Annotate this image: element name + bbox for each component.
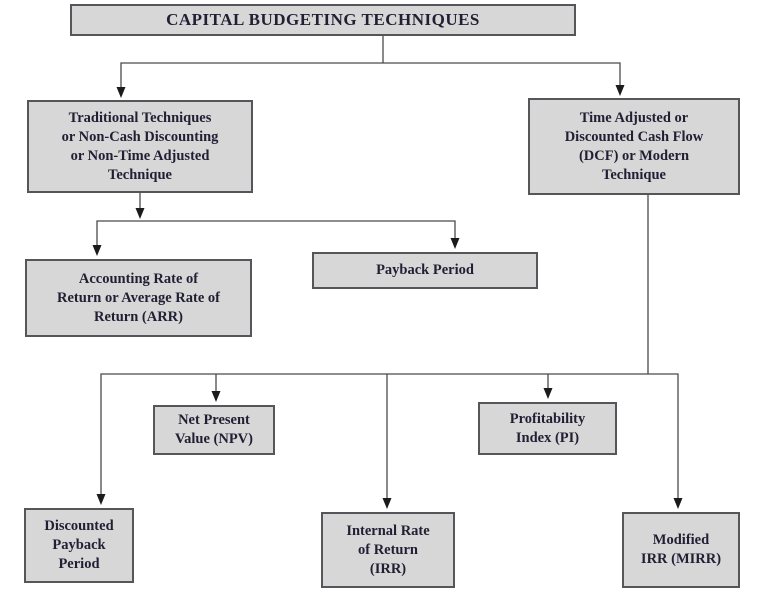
node-capital-budgeting-techniques: CAPITAL BUDGETING TECHNIQUES (70, 4, 576, 36)
node-label: Accounting Rate of Return or Average Rat… (57, 270, 220, 325)
node-label: CAPITAL BUDGETING TECHNIQUES (166, 10, 480, 29)
arrowhead-to-arr (92, 245, 102, 256)
node-payback-period: Payback Period (312, 252, 538, 289)
node-internal-rate-of-return: Internal Rate of Return (IRR) (321, 512, 455, 588)
arrowhead-to-traditional (116, 87, 126, 98)
node-label: Net Present Value (NPV) (174, 412, 253, 447)
node-discounted-payback-period: Discounted Payback Period (24, 508, 134, 583)
node-label: Profitability Index (PI) (509, 410, 586, 446)
node-net-present-value: Net Present Value (NPV) (153, 405, 275, 455)
node-label: Payback Period (376, 262, 474, 278)
arrowhead-to-npv (211, 391, 221, 402)
node-accounting-rate-of-return: Accounting Rate of Return or Average Rat… (25, 259, 252, 337)
arrowhead-to-discounted-payback (96, 494, 106, 505)
arrowhead-to-irr (382, 498, 392, 509)
arrowhead-to-time-adjusted (615, 85, 625, 96)
arrowhead-to-pi (543, 388, 553, 399)
node-traditional-techniques: Traditional Techniques or Non-Cash Disco… (27, 100, 253, 193)
connector-rail-level1 (120, 62, 621, 87)
node-label: Internal Rate of Return (IRR) (346, 522, 430, 577)
node-profitability-index: Profitability Index (PI) (478, 402, 617, 455)
node-modified-irr: Modified IRR (MIRR) (622, 512, 740, 588)
node-time-adjusted-dcf: Time Adjusted or Discounted Cash Flow (D… (528, 98, 740, 195)
arrowhead-traditional-stem (135, 208, 145, 219)
node-label: Time Adjusted or Discounted Cash Flow (D… (564, 109, 704, 183)
node-label: Traditional Techniques or Non-Cash Disco… (61, 109, 219, 183)
node-label: Discounted Payback Period (44, 518, 114, 572)
arrowhead-to-payback (450, 238, 460, 249)
arrowhead-to-mirr (673, 498, 683, 509)
node-label: Modified IRR (MIRR) (640, 532, 722, 567)
connector-rail-level2 (96, 220, 456, 245)
